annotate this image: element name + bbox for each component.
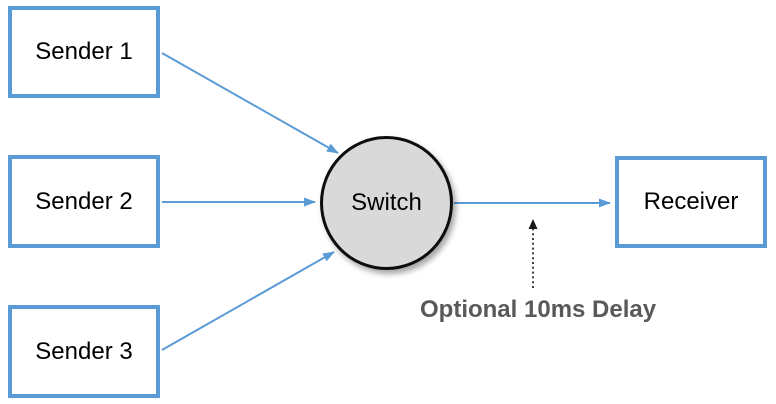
node-sender-3: Sender 3 [8, 305, 160, 398]
node-switch: Switch [320, 136, 453, 270]
delay-annotation-label: Optional 10ms Delay [420, 296, 657, 323]
node-sender-1: Sender 1 [8, 6, 160, 98]
node-receiver: Receiver [615, 156, 767, 248]
node-sender-3-label: Sender 3 [35, 337, 133, 365]
node-receiver-label: Receiver [643, 188, 739, 215]
edge-sender3-to-switch-arrow [161, 251, 335, 351]
node-sender-2: Sender 2 [8, 155, 160, 248]
node-switch-label: Switch [351, 189, 422, 216]
node-sender-2-label: Sender 2 [35, 187, 133, 215]
edge-sender1-to-switch-arrow [161, 52, 339, 154]
node-sender-1-label: Sender 1 [35, 38, 133, 65]
